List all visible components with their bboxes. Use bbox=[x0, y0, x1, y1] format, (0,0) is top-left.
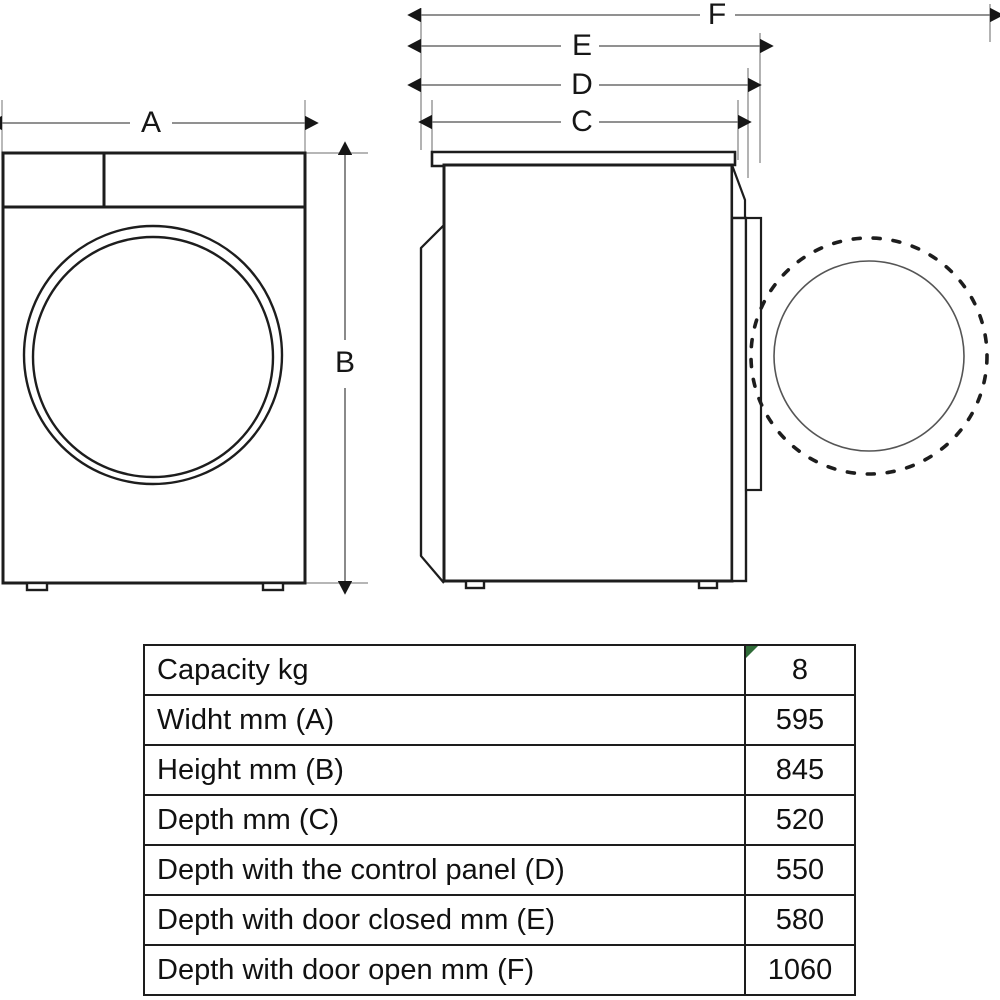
spec-label-cell: Height mm (B) bbox=[143, 744, 746, 796]
table-row: Depth with door open mm (F) 1060 bbox=[143, 944, 856, 996]
side-view-cabinet bbox=[442, 163, 734, 583]
side-view-rear-panel bbox=[419, 166, 446, 584]
dimension-f-label: F bbox=[708, 0, 726, 31]
table-row: Widht mm (A) 595 bbox=[143, 694, 856, 746]
side-view-feet bbox=[464, 579, 719, 590]
spec-value-cell: 580 bbox=[744, 894, 856, 946]
door-swing-arc bbox=[749, 236, 989, 476]
table-row: Depth with door closed mm (E) 580 bbox=[143, 894, 856, 946]
side-view-door-profile bbox=[744, 216, 763, 492]
table-row: Depth with the control panel (D) 550 bbox=[143, 844, 856, 896]
spec-value-cell: 520 bbox=[744, 794, 856, 846]
spec-label-cell: Capacity kg bbox=[143, 644, 746, 696]
dimension-a-label: A bbox=[141, 106, 161, 139]
spec-label-cell: Depth with door open mm (F) bbox=[143, 944, 746, 996]
dimension-f-depth-door-open: F bbox=[407, 0, 1000, 31]
table-row: Capacity kg 8 bbox=[143, 644, 856, 696]
front-view-control-panel bbox=[1, 151, 307, 209]
front-view-cabinet bbox=[1, 151, 307, 585]
front-view-door-ring bbox=[22, 224, 284, 486]
spec-value-cell: 595 bbox=[744, 694, 856, 746]
side-view: F E D C bbox=[407, 0, 1000, 590]
spec-label-cell: Depth with the control panel (D) bbox=[143, 844, 746, 896]
side-view-front-chamfer bbox=[730, 164, 747, 220]
side-view-front-panel bbox=[730, 216, 748, 583]
dimension-a-width: A bbox=[0, 106, 319, 139]
dimension-b-label: B bbox=[335, 346, 355, 379]
spec-value-cell: 1060 bbox=[744, 944, 856, 996]
dimension-e-depth-door-closed: E bbox=[407, 29, 774, 62]
front-view: A B bbox=[0, 100, 368, 595]
spec-value-cell: 550 bbox=[744, 844, 856, 896]
dimension-b-height: B bbox=[335, 141, 355, 595]
dimension-c-label: C bbox=[571, 105, 593, 138]
table-row: Height mm (B) 845 bbox=[143, 744, 856, 796]
door-circle bbox=[773, 260, 965, 452]
spec-label-cell: Depth mm (C) bbox=[143, 794, 746, 846]
table-row: Depth mm (C) 520 bbox=[143, 794, 856, 846]
spec-label-cell: Widht mm (A) bbox=[143, 694, 746, 746]
dimension-d-label: D bbox=[571, 68, 593, 101]
spec-value-cell: 8 bbox=[744, 644, 856, 696]
cell-comment-marker-icon bbox=[747, 647, 758, 658]
dimension-e-label: E bbox=[572, 29, 592, 62]
spec-value-cell: 845 bbox=[744, 744, 856, 796]
door-open-swing bbox=[749, 236, 989, 476]
front-view-feet bbox=[25, 581, 285, 592]
specifications-table: Capacity kg 8 Widht mm (A) 595 Height mm… bbox=[143, 644, 856, 996]
specifications-table-body: Capacity kg 8 Widht mm (A) 595 Height mm… bbox=[143, 644, 856, 996]
spec-value-text: 8 bbox=[791, 653, 809, 686]
dimension-d-depth-control-panel: D bbox=[407, 68, 762, 101]
dimension-c-depth: C bbox=[418, 105, 752, 138]
spec-label-cell: Depth with door closed mm (E) bbox=[143, 894, 746, 946]
